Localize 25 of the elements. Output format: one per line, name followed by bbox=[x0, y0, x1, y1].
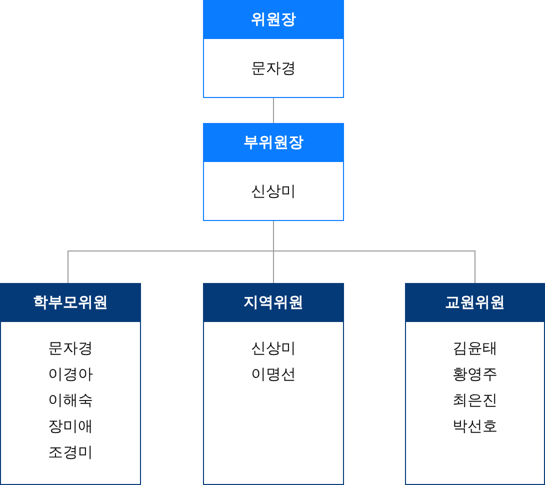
org-box bbox=[203, 123, 344, 221]
member-name: 박선호 bbox=[452, 417, 498, 436]
org-box bbox=[203, 0, 344, 98]
member-name: 신상미 bbox=[251, 339, 296, 358]
org-box bbox=[405, 283, 545, 485]
title-bar: 지역위원 bbox=[203, 283, 344, 322]
member-name: 신상미 bbox=[251, 182, 296, 201]
title-bar: 위원장 bbox=[203, 0, 344, 39]
org-box bbox=[0, 283, 141, 485]
connector-line bbox=[273, 220, 476, 284]
member-name: 김윤태 bbox=[452, 339, 498, 358]
member-name: 이명선 bbox=[251, 365, 296, 384]
member-name: 문자경 bbox=[48, 339, 93, 358]
member-name: 조경미 bbox=[48, 443, 93, 462]
org-box bbox=[203, 283, 344, 485]
member-name: 장미애 bbox=[48, 417, 93, 436]
member-name: 이경아 bbox=[48, 365, 93, 384]
title-bar: 부위원장 bbox=[203, 123, 344, 162]
title-bar: 학부모위원 bbox=[0, 283, 141, 322]
connector-line bbox=[273, 98, 274, 124]
member-name: 황영주 bbox=[452, 365, 498, 384]
member-name: 문자경 bbox=[251, 59, 296, 78]
member-name: 최은진 bbox=[452, 391, 498, 410]
title-bar: 교원위원 bbox=[405, 283, 545, 322]
member-name: 이해숙 bbox=[48, 391, 93, 410]
